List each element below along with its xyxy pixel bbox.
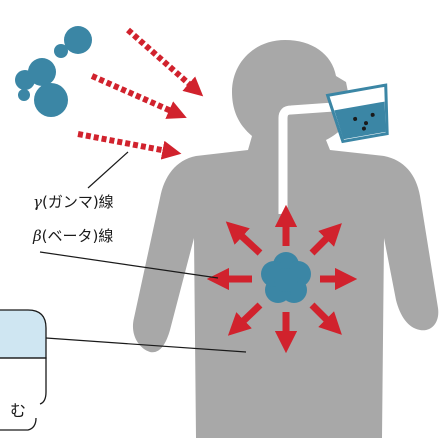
radioactive-particle-icon (15, 26, 92, 117)
beta-leader-line (40, 252, 218, 278)
external-arrow (128, 30, 196, 90)
beta-text: (ベータ)線 (42, 227, 114, 245)
gamma-symbol: γ (33, 193, 42, 211)
box-partial-text: む (10, 402, 26, 420)
beta-ray-label: β(ベータ)線 (33, 227, 113, 245)
external-arrow (92, 76, 178, 114)
drinking-cup-icon (328, 85, 394, 143)
external-arrow (78, 134, 172, 152)
gamma-text: (ガンマ)線 (42, 193, 114, 211)
gamma-leader-line (88, 152, 128, 188)
gamma-ray-label: γ(ガンマ)線 (33, 193, 114, 211)
beta-symbol: β (33, 227, 42, 245)
external-radiation-arrows (78, 30, 196, 152)
